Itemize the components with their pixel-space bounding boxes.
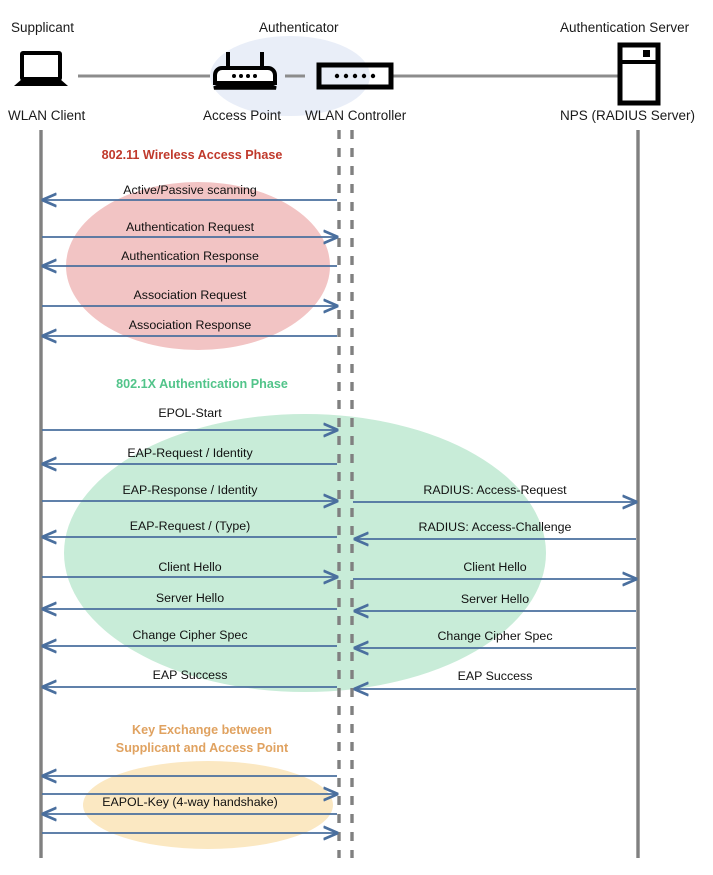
msg-label-authentication-request: Authentication Request xyxy=(125,220,255,234)
msg-label-epol-start: EPOL-Start xyxy=(158,406,222,420)
msg-label-eap-request-type: EAP-Request / (Type) xyxy=(129,519,251,533)
actor-role-authenticator: Authenticator xyxy=(259,20,339,35)
actor-device-wlan-client: WLAN Client xyxy=(8,108,86,123)
msg-label-association-request: Association Request xyxy=(133,288,247,302)
wlan-controller-icon xyxy=(316,62,394,90)
msg-label-change-cipher-spec-right: Change Cipher Spec xyxy=(437,629,553,643)
msg-label-client-hello-left: Client Hello xyxy=(158,560,222,574)
arrow-group-right xyxy=(353,502,636,689)
actor-device-wlan-controller: WLAN Controller xyxy=(305,108,407,123)
msg-label-server-hello-right: Server Hello xyxy=(460,592,530,606)
msg-label-eap-request-identity: EAP-Request / Identity xyxy=(127,446,253,460)
actor-role-supplicant: Supplicant xyxy=(11,20,75,35)
arrow-group-left xyxy=(42,200,337,833)
laptop-icon xyxy=(20,51,62,81)
phase-label-802-11: 802.11 Wireless Access Phase xyxy=(101,148,283,162)
phase-label-key-exchange-line1: Key Exchange between xyxy=(132,723,272,737)
msg-label-eap-response-identity: EAP-Response / Identity xyxy=(122,483,258,497)
msg-label-change-cipher-spec-left: Change Cipher Spec xyxy=(132,628,248,642)
msg-label-client-hello-right: Client Hello xyxy=(463,560,527,574)
actor-role-authentication-server: Authentication Server xyxy=(560,20,690,35)
msg-label-eap-success-left: EAP Success xyxy=(152,668,228,682)
msg-label-authentication-response: Authentication Response xyxy=(121,249,259,263)
phase-label-key-exchange-line2: Supplicant and Access Point xyxy=(115,741,289,755)
actor-device-nps: NPS (RADIUS Server) xyxy=(560,108,696,123)
phase-key-exchange-ellipse xyxy=(83,761,333,849)
phase-label-802-1x: 802.1X Authentication Phase xyxy=(116,377,288,391)
phase-802-1x-ellipse xyxy=(64,414,546,692)
msg-label-eap-success-right: EAP Success xyxy=(457,669,533,683)
laptop-base xyxy=(14,79,68,86)
actor-device-access-point: Access Point xyxy=(203,108,282,123)
msg-label-eapol-key: EAPOL-Key (4-way handshake) xyxy=(102,795,278,809)
server-icon xyxy=(617,42,661,106)
access-point-icon xyxy=(213,52,277,90)
msg-label-server-hello-left: Server Hello xyxy=(155,591,225,605)
msg-label-radius-access-request: RADIUS: Access-Request xyxy=(423,483,567,497)
msg-label-radius-access-challenge: RADIUS: Access-Challenge xyxy=(418,520,572,534)
msg-label-active-passive-scanning: Active/Passive scanning xyxy=(123,183,257,197)
msg-label-association-response: Association Response xyxy=(128,318,252,332)
